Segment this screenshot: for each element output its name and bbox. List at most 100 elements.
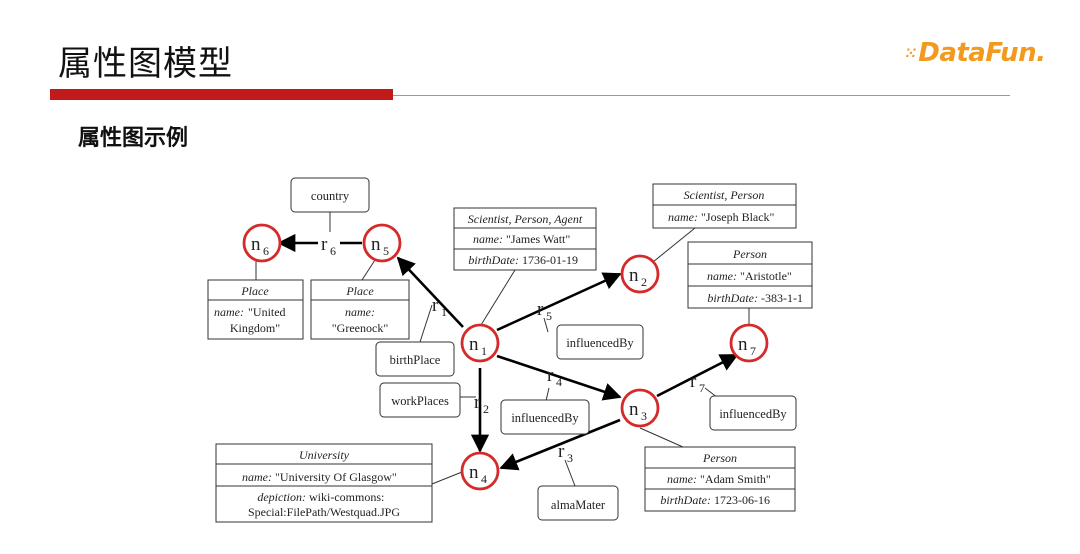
svg-text:r: r xyxy=(547,365,554,386)
svg-text:2: 2 xyxy=(641,275,647,289)
svg-text:almaMater: almaMater xyxy=(551,498,606,512)
edge-label-country: country xyxy=(290,177,370,213)
svg-text:Person: Person xyxy=(732,247,767,261)
svg-text:Kingdom": Kingdom" xyxy=(230,321,280,335)
svg-text:6: 6 xyxy=(263,244,269,258)
page-title: 属性图模型 xyxy=(58,44,233,84)
svg-text:1736-01-19: 1736-01-19 xyxy=(522,253,578,267)
edge-label-almamater: almaMater xyxy=(537,485,619,521)
svg-text:Place: Place xyxy=(240,284,269,298)
svg-text:4: 4 xyxy=(481,472,487,486)
svg-text:7: 7 xyxy=(699,381,705,395)
property-boxes: Place name: "United Kingdom" Place name:… xyxy=(207,183,813,523)
svg-text:3: 3 xyxy=(641,409,647,423)
svg-text:name:: name: xyxy=(668,210,698,224)
edge-label-workplaces: workPlaces xyxy=(379,382,461,418)
edge-r5 xyxy=(496,272,622,332)
property-box-n6: Place name: "United Kingdom" xyxy=(207,279,304,340)
edge-label-influencedby-r5: influencedBy xyxy=(556,324,644,360)
section-subtitle: 属性图示例 xyxy=(78,126,189,151)
svg-text:workPlaces: workPlaces xyxy=(391,394,449,408)
svg-text:Special:FilePath/Westquad.JPG: Special:FilePath/Westquad.JPG xyxy=(248,505,400,519)
svg-text:n: n xyxy=(629,265,639,286)
svg-text:1: 1 xyxy=(441,305,447,319)
property-box-n4: University name: "University Of Glasgow"… xyxy=(215,443,433,523)
svg-text:country: country xyxy=(311,189,350,203)
svg-text:influencedBy: influencedBy xyxy=(719,407,787,421)
svg-text:Scientist, Person, Agent: Scientist, Person, Agent xyxy=(468,212,583,226)
datafun-logo: ⁙DataFun. xyxy=(905,38,1046,68)
svg-text:n: n xyxy=(251,234,261,255)
svg-text:n: n xyxy=(629,399,639,420)
edge-label-boxes: country birthPlace workPlaces influenced… xyxy=(290,177,797,521)
edge-r7 xyxy=(656,353,739,398)
property-box-n3: Person name: "Adam Smith" birthDate: 172… xyxy=(644,446,796,512)
edge-r1 xyxy=(396,256,464,328)
svg-text:r: r xyxy=(537,299,544,320)
svg-text:name:: name: xyxy=(667,472,697,486)
edge-label-influencedby-r7: influencedBy xyxy=(709,395,797,431)
edge-label-birthplace: birthPlace xyxy=(375,341,455,377)
edge-label-influencedby-r4: influencedBy xyxy=(500,399,590,435)
svg-text:birthPlace: birthPlace xyxy=(390,353,441,367)
svg-text:birthDate:: birthDate: xyxy=(707,291,758,305)
connector-lines xyxy=(255,212,750,487)
edge-r3 xyxy=(499,418,621,471)
svg-text:"Adam Smith": "Adam Smith" xyxy=(700,472,771,486)
svg-text:r: r xyxy=(690,371,697,392)
svg-text:influencedBy: influencedBy xyxy=(566,336,634,350)
svg-text:5: 5 xyxy=(546,309,552,323)
svg-text:n: n xyxy=(469,334,479,355)
svg-text:n: n xyxy=(371,234,381,255)
svg-text:birthDate:: birthDate: xyxy=(468,253,519,267)
svg-text:"United: "United xyxy=(248,305,286,319)
svg-text:"University Of Glasgow": "University Of Glasgow" xyxy=(275,470,397,484)
svg-text:University: University xyxy=(299,448,350,462)
svg-text:"James Watt": "James Watt" xyxy=(506,232,570,246)
svg-text:4: 4 xyxy=(556,375,562,389)
svg-text:"Aristotle": "Aristotle" xyxy=(740,269,792,283)
svg-text:name:: name: xyxy=(214,305,244,319)
svg-text:2: 2 xyxy=(483,402,489,416)
svg-text:influencedBy: influencedBy xyxy=(511,411,579,425)
svg-text:depiction:: depiction: xyxy=(257,490,306,504)
svg-text:6: 6 xyxy=(330,244,336,258)
svg-text:n: n xyxy=(738,334,748,355)
svg-text:-383-1-1: -383-1-1 xyxy=(761,291,803,305)
svg-text:Person: Person xyxy=(702,451,737,465)
svg-text:name:: name: xyxy=(473,232,503,246)
svg-text:5: 5 xyxy=(383,244,389,258)
svg-text:name:: name: xyxy=(345,305,375,319)
property-box-n7: Person name: "Aristotle" birthDate: -383… xyxy=(687,241,813,309)
title-divider xyxy=(393,95,1010,96)
svg-text:1: 1 xyxy=(481,344,487,358)
svg-text:wiki-commons:: wiki-commons: xyxy=(309,490,384,504)
edge-r4 xyxy=(496,354,622,401)
svg-text:birthDate:: birthDate: xyxy=(660,493,711,507)
title-accent-bar xyxy=(50,89,393,100)
svg-text:r: r xyxy=(558,441,565,462)
svg-text:n: n xyxy=(469,462,479,483)
svg-text:"Joseph Black": "Joseph Black" xyxy=(701,210,775,224)
svg-text:r: r xyxy=(321,234,328,255)
svg-text:name:: name: xyxy=(242,470,272,484)
svg-text:7: 7 xyxy=(750,344,756,358)
svg-text:"Greenock": "Greenock" xyxy=(332,321,389,335)
